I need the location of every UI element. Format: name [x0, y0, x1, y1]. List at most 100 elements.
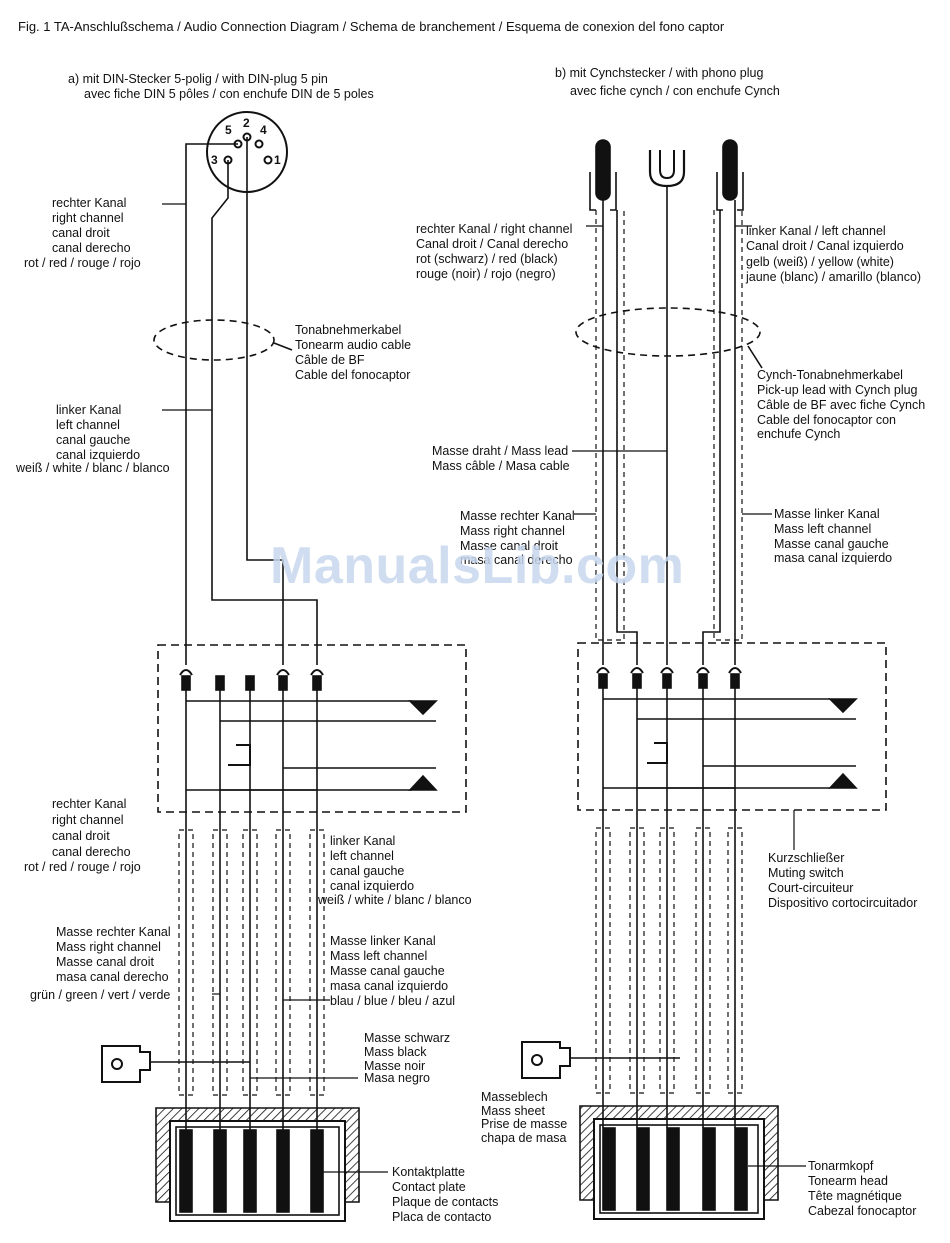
mass-right-channel-de: Masse rechter Kanal	[56, 925, 171, 939]
mass-right-channel-color: grün / green / vert / verde	[30, 988, 171, 1002]
watermark: ManualsLib.com	[270, 537, 685, 595]
mass-right-channel-en: Mass right channel	[56, 940, 161, 954]
left-left-channel-de: linker Kanal	[56, 403, 122, 417]
left-right-channel-fr: canal droit	[52, 226, 110, 240]
cynch-mass-left-line1: Masse linker Kanal	[774, 507, 880, 521]
right-shield-tubes	[595, 827, 743, 1094]
left-left-channel-es: canal izquierdo	[56, 448, 141, 462]
lower-left-channel-de: linker Kanal	[330, 834, 396, 848]
mass-left-channel-de: Masse linker Kanal	[330, 934, 436, 948]
pin-label-5: 5	[225, 123, 232, 137]
mass-black-en: Mass black	[364, 1045, 427, 1059]
lower-right-channel-de: rechter Kanal	[52, 797, 127, 811]
mass-black-de: Masse schwarz	[364, 1031, 451, 1045]
left-left-channel-en: left channel	[56, 418, 120, 432]
left-right-channel-de: rechter Kanal	[52, 196, 127, 210]
mass-left-channel-es: masa canal izquierdo	[330, 979, 449, 993]
left-upper-wires	[185, 137, 318, 665]
cynch-mass-right-line4: masa canal derecho	[460, 553, 573, 567]
cynch-right-channel-line4: rouge (noir) / rojo (negro)	[416, 267, 556, 281]
mass-sheet-line1: Masseblech	[481, 1090, 548, 1104]
contact-plate-de: Kontaktplatte	[392, 1165, 465, 1179]
right-upper-wires	[602, 200, 736, 665]
lower-right-channel-en: right channel	[52, 813, 124, 827]
mass-sheet-line3: Prise de masse	[481, 1117, 568, 1131]
mass-lead-line1: Masse draht / Mass lead	[432, 444, 569, 458]
tonearm-head-line2: Tonearm head	[808, 1174, 888, 1188]
cynch-right-channel-line1: rechter Kanal / right channel	[416, 222, 573, 236]
lower-left-channel-en: left channel	[330, 849, 394, 863]
cynch-cable-line1: Cynch-Tonabnehmerkabel	[757, 368, 903, 382]
left-heading-line1: a) mit DIN-Stecker 5-polig / with DIN-pl…	[68, 72, 328, 86]
cynch-plug-right-channel	[589, 139, 617, 211]
muting-switch-line2: Muting switch	[768, 866, 844, 880]
left-right-channel-es: canal derecho	[52, 241, 131, 255]
lower-right-channel-fr: canal droit	[52, 829, 110, 843]
right-mass-tab	[521, 1041, 680, 1079]
left-left-channel-color: weiß / white / blanc / blanco	[16, 461, 170, 475]
figure-title: Fig. 1 TA-Anschlußschema / Audio Connect…	[18, 19, 725, 34]
mass-lead-line2: Mass câble / Masa cable	[432, 459, 570, 473]
cynch-mass-right-line1: Masse rechter Kanal	[460, 509, 575, 523]
contact-plate-es: Placa de contacto	[392, 1210, 492, 1224]
tonearm-cable-en: Tonearm audio cable	[295, 338, 412, 352]
lower-left-channel-es: canal izquierdo	[330, 879, 415, 893]
pin-label-3: 3	[211, 153, 218, 167]
cynch-cable-line3: Câble de BF avec fiche Cynch	[757, 398, 926, 412]
tonearm-cable-es: Cable del fonocaptor	[295, 368, 411, 382]
pin-label-2: 2	[243, 116, 250, 130]
left-mass-tab	[101, 1045, 250, 1083]
pin-label-4: 4	[260, 123, 267, 137]
right-shields	[595, 210, 743, 641]
mass-sheet-line4: chapa de masa	[481, 1131, 567, 1145]
left-cable-ellipse	[153, 319, 275, 361]
right-heading-line1: b) mit Cynchstecker / with phono plug	[555, 66, 764, 80]
muting-switch-line1: Kurzschließer	[768, 851, 845, 865]
cynch-cable-line2: Pick-up lead with Cynch plug	[757, 383, 918, 397]
cynch-left-channel-line2: Canal droit / Canal izquierdo	[746, 239, 904, 253]
contact-plate-en: Contact plate	[392, 1180, 466, 1194]
cynch-right-channel-line2: Canal droit / Canal derecho	[416, 237, 569, 251]
tonearm-head-line1: Tonarmkopf	[808, 1159, 874, 1173]
mass-left-channel-color: blau / blue / bleu / azul	[330, 994, 456, 1008]
contact-plate-fr: Plaque de contacts	[392, 1195, 499, 1209]
mass-right-channel-fr: Masse canal droit	[56, 955, 154, 969]
mass-black-fr: Masse noir	[364, 1059, 426, 1073]
cynch-left-channel-line3: gelb (weiß) / yellow (white)	[746, 255, 894, 269]
mass-right-channel-es: masa canal derecho	[56, 970, 169, 984]
tonearm-cable-de: Tonabnehmerkabel	[295, 323, 402, 337]
cynch-mass-left-line3: Masse canal gauche	[774, 537, 889, 551]
right-block-wiring	[602, 688, 858, 1128]
left-block-wiring	[185, 690, 438, 1130]
tonearm-head-line4: Cabezal fonocaptor	[808, 1204, 917, 1218]
tonearm-head-line3: Tête magnétique	[808, 1189, 902, 1203]
lower-left-channel-fr: canal gauche	[330, 864, 405, 878]
right-cable-ellipse	[575, 307, 761, 357]
left-left-channel-fr: canal gauche	[56, 433, 131, 447]
left-block-connectors	[179, 669, 324, 691]
cynch-mass-right-line2: Mass right channel	[460, 524, 565, 538]
cynch-mass-left-line2: Mass left channel	[774, 522, 872, 536]
muting-switch-line4: Dispositivo cortocircuitador	[768, 896, 918, 910]
pin-label-1: 1	[274, 153, 281, 167]
tonearm-head-plate	[579, 1105, 779, 1220]
cynch-cable-line4: Cable del fonocaptor con	[757, 413, 896, 427]
cynch-right-channel-line3: rot (schwarz) / red (black)	[416, 252, 558, 266]
muting-switch-line3: Court-circuiteur	[768, 881, 854, 895]
left-right-channel-color: rot / red / rouge / rojo	[24, 256, 141, 270]
cynch-cable-line5: enchufe Cynch	[757, 427, 841, 441]
left-right-channel-en: right channel	[52, 211, 124, 225]
mass-sheet-line2: Mass sheet	[481, 1104, 545, 1118]
left-heading-line2: avec fiche DIN 5 pôles / con enchufe DIN…	[84, 87, 374, 101]
cynch-mass-right-line3: Masse canal droit	[460, 539, 558, 553]
left-muting-block	[157, 644, 467, 813]
cynch-left-channel-line1: linker Kanal / left channel	[746, 224, 886, 238]
tonearm-cable-fr: Câble de BF	[295, 353, 365, 367]
right-muting-block	[577, 642, 887, 811]
cynch-plug-left-channel	[716, 139, 744, 211]
mass-fork-connector	[648, 150, 686, 665]
mass-black-es: Masa negro	[364, 1071, 431, 1085]
left-shield-tubes	[178, 829, 325, 1096]
right-leaders	[572, 225, 806, 1167]
